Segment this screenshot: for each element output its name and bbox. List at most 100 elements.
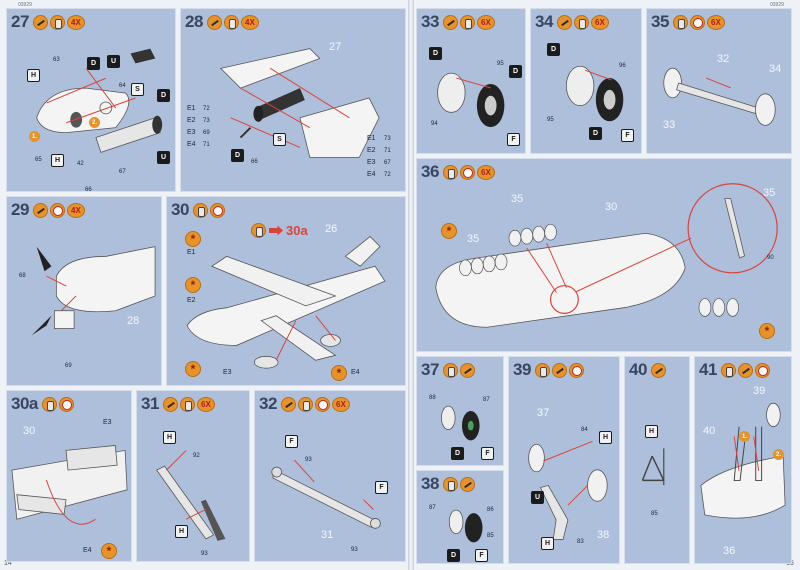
glue-tube-icon bbox=[442, 362, 458, 378]
side-cutter-icon bbox=[280, 396, 296, 412]
part-label: 96 bbox=[619, 63, 626, 69]
multiplier-badge: 6X bbox=[476, 14, 495, 30]
step-41-header: 41 bbox=[699, 360, 770, 380]
step-40-panel: 40 85 H bbox=[624, 356, 690, 564]
step-39-panel: 39 37 38 84 83 H U H bbox=[508, 356, 620, 564]
part-label: 92 bbox=[193, 453, 200, 459]
order-marker: 2. bbox=[773, 449, 784, 460]
glue-tube-icon bbox=[297, 396, 313, 412]
part-label: 93 bbox=[201, 551, 208, 557]
step-41-panel: 41 39 40 36 1. 2. bbox=[694, 356, 792, 564]
part-label: 64 bbox=[119, 83, 126, 89]
step-35-header: 35 6X bbox=[651, 12, 725, 32]
part-number: 73 bbox=[384, 136, 391, 142]
paint-tag: H bbox=[163, 431, 176, 444]
drying-time-clock-icon bbox=[689, 14, 705, 30]
part-number: 69 bbox=[203, 130, 210, 136]
paint-tag: F bbox=[621, 129, 634, 142]
step-36-panel: 36 6X * * 35 30 35 35 90 bbox=[416, 158, 792, 352]
drying-time-clock-icon bbox=[209, 202, 225, 218]
paint-tag: D bbox=[429, 47, 442, 60]
step-28-panel: 28 4X 27 E1 E2 E3 E4 72 73 69 71 E1 E2 E… bbox=[180, 8, 406, 192]
multiplier-badge: 6X bbox=[706, 14, 725, 30]
paint-asterisk-icon: * bbox=[185, 361, 201, 377]
left-page-number: 14 bbox=[4, 560, 12, 567]
paint-tag: S bbox=[131, 83, 144, 96]
large-part-label: 31 bbox=[321, 529, 334, 541]
part-label: 63 bbox=[53, 57, 60, 63]
paint-tag: F bbox=[285, 435, 298, 448]
step-30-drawing bbox=[186, 236, 386, 369]
step-29-drawing bbox=[31, 246, 156, 336]
side-cutter-icon bbox=[459, 476, 475, 492]
paint-tag: H bbox=[645, 425, 658, 438]
step-27-drawing bbox=[36, 48, 163, 153]
step-number: 37 bbox=[421, 360, 439, 379]
drying-time-clock-icon bbox=[459, 164, 475, 180]
paint-asterisk-icon: * bbox=[185, 231, 201, 247]
side-cutter-icon bbox=[32, 14, 48, 30]
step-29-header: 29 4X bbox=[11, 200, 85, 220]
step-number: 33 bbox=[421, 12, 439, 31]
arrow-right-icon bbox=[269, 225, 283, 236]
drying-time-clock-icon bbox=[568, 362, 584, 378]
paint-tag: D bbox=[87, 57, 100, 70]
paint-tag: D bbox=[157, 89, 170, 102]
glue-tube-icon bbox=[459, 14, 475, 30]
drying-time-clock-icon bbox=[754, 362, 770, 378]
step-30a-panel: 30a 30 E3 E4 * bbox=[6, 390, 132, 562]
side-cutter-icon bbox=[737, 362, 753, 378]
step-38-panel: 38 87 86 85 D F bbox=[416, 470, 504, 564]
step-30-header: 30 bbox=[171, 200, 225, 220]
step-34-header: 34 6X bbox=[535, 12, 609, 32]
engine-code: E3 bbox=[187, 129, 196, 136]
step-number: 28 bbox=[185, 12, 203, 31]
part-label: 87 bbox=[429, 505, 436, 511]
multiplier-badge: 4X bbox=[240, 14, 259, 30]
step-32-header: 32 6X bbox=[259, 394, 350, 414]
engine-code: E4 bbox=[187, 141, 196, 148]
paint-asterisk-icon: * bbox=[185, 277, 201, 293]
multiplier-badge: 4X bbox=[66, 14, 85, 30]
step-number: 38 bbox=[421, 474, 439, 493]
drying-time-clock-icon bbox=[58, 396, 74, 412]
engine-code: E2 bbox=[187, 117, 196, 124]
step-32-panel: 32 6X 31 93 93 F F bbox=[254, 390, 406, 562]
part-label: 42 bbox=[77, 161, 84, 167]
large-part-label: 37 bbox=[537, 407, 550, 419]
step-28-header: 28 4X bbox=[185, 12, 259, 32]
right-page-code: 03929 bbox=[770, 2, 784, 8]
glue-tube-icon bbox=[720, 362, 736, 378]
multiplier-badge: 6X bbox=[590, 14, 609, 30]
engine-code: E4 bbox=[351, 369, 360, 376]
paint-asterisk-icon: * bbox=[101, 543, 117, 559]
side-cutter-icon bbox=[32, 202, 48, 218]
multiplier-badge: 4X bbox=[66, 202, 85, 218]
glue-tube-icon bbox=[41, 396, 57, 412]
reference-step-label: 30a bbox=[286, 223, 308, 238]
order-marker: 1. bbox=[29, 131, 40, 142]
glue-tube-icon bbox=[534, 362, 550, 378]
part-label: 85 bbox=[651, 511, 658, 517]
step-number: 29 bbox=[11, 200, 29, 219]
multiplier-badge: 6X bbox=[476, 164, 495, 180]
part-label: 87 bbox=[483, 397, 490, 403]
part-label: 94 bbox=[431, 121, 438, 127]
step-number: 30a bbox=[11, 394, 38, 413]
paint-tag: H bbox=[51, 154, 64, 167]
paint-tag: D bbox=[451, 447, 464, 460]
step-number: 31 bbox=[141, 394, 159, 413]
step-31-drawing bbox=[156, 450, 226, 541]
part-label: 85 bbox=[487, 533, 494, 539]
step-number: 30 bbox=[171, 200, 189, 219]
step-27-panel: 27 4X 63 64 65 66 67 42 D U S D H U H 1.… bbox=[6, 8, 176, 192]
engine-code: E4 bbox=[83, 547, 92, 554]
order-marker: 2. bbox=[89, 117, 100, 128]
step-36-header: 36 6X bbox=[421, 162, 495, 182]
paint-tag: U bbox=[107, 55, 120, 68]
step-40-drawing bbox=[641, 448, 665, 486]
part-label: 65 bbox=[35, 157, 42, 163]
step-37-drawing bbox=[441, 405, 480, 441]
paint-tag: S bbox=[273, 133, 286, 146]
left-page-code: 03929 bbox=[18, 2, 32, 8]
